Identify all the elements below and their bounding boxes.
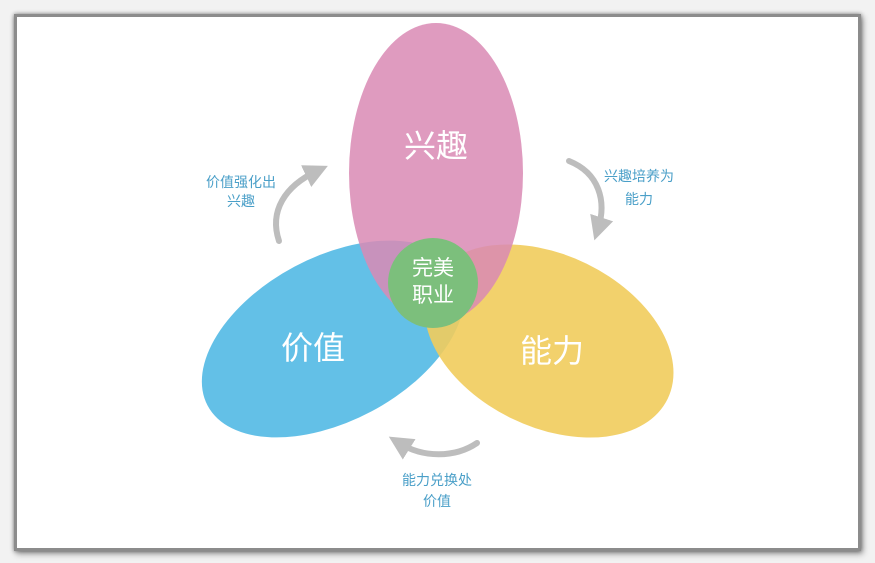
venn-diagram: 兴趣 价值 能力 完美 职业 价值强化出 兴趣 兴趣培养为 能力 能力兑换处 价… — [201, 23, 674, 510]
interest-ellipse — [349, 23, 523, 323]
ability-label: 能力 — [520, 332, 584, 370]
interest-label: 兴趣 — [404, 127, 468, 165]
caption-bottom-line2: 价值 — [423, 494, 451, 510]
value-label: 价值 — [281, 329, 345, 367]
caption-bottom-line1: 能力兑换处 — [402, 472, 472, 489]
arrow-value-to-interest — [273, 165, 328, 244]
arrow-interest-to-ability — [566, 158, 614, 241]
center-label-line1: 完美 — [412, 256, 454, 280]
caption-top-right-line1: 兴趣培养为 — [604, 169, 674, 185]
caption-top-right-line2: 能力 — [625, 192, 653, 208]
caption-top-left-line2: 兴趣 — [227, 194, 255, 210]
arrow-ability-to-value — [388, 436, 480, 460]
center-circle — [388, 238, 478, 328]
caption-top-left-line1: 价值强化出 — [206, 175, 276, 191]
center-label-line2: 职业 — [412, 283, 454, 307]
image-frame: 兴趣 价值 能力 完美 职业 价值强化出 兴趣 兴趣培养为 能力 能力兑换处 价… — [14, 14, 861, 551]
